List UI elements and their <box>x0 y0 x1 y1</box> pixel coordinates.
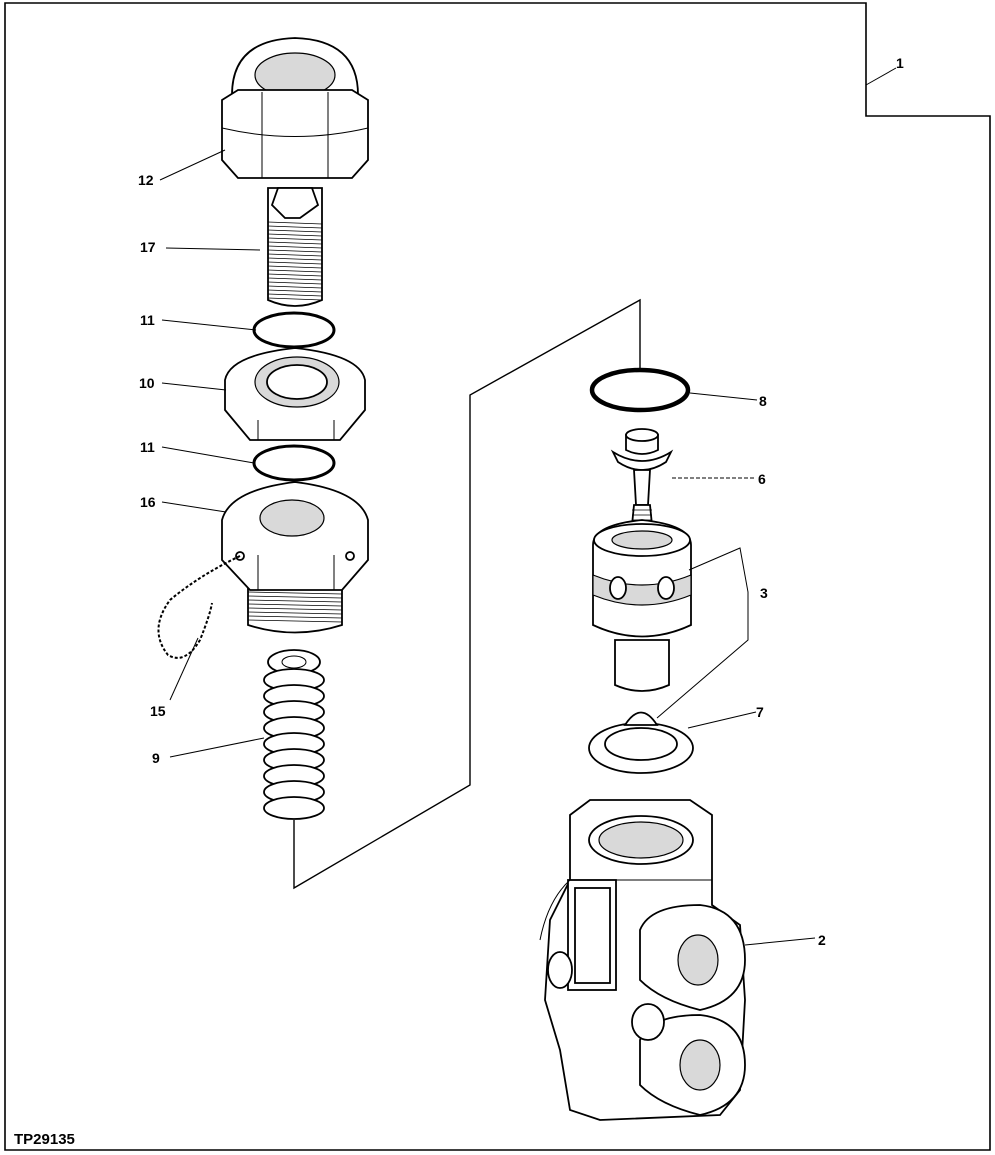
part-o-ring-upper <box>252 311 336 349</box>
callout-6: 6 <box>758 471 766 487</box>
callout-3: 3 <box>760 585 768 601</box>
figure-id: TP29135 <box>14 1131 75 1148</box>
assembly-path-line <box>293 298 641 890</box>
callout-labels: 1 2 3 6 7 8 9 10 11 11 12 15 16 17 <box>138 55 904 948</box>
part-o-ring-large <box>589 367 691 413</box>
callout-12: 12 <box>138 172 154 188</box>
callout-1: 1 <box>896 55 904 71</box>
part-cap-nut <box>221 37 369 179</box>
callout-11-upper: 11 <box>140 312 155 328</box>
part-lock-nut <box>224 347 366 441</box>
part-poppet <box>610 428 674 526</box>
callout-16: 16 <box>140 494 156 510</box>
callout-7: 7 <box>756 704 764 720</box>
part-o-ring-lower <box>252 444 336 482</box>
leader-lines <box>159 67 897 946</box>
diagram-frame <box>4 2 991 1151</box>
part-washer <box>588 711 694 774</box>
part-spring <box>263 649 325 820</box>
part-valve-housing <box>539 799 746 1121</box>
spring-coil <box>263 796 325 820</box>
part-adjusting-screw <box>267 187 323 307</box>
callout-10: 10 <box>139 375 155 391</box>
part-valve-seat <box>592 519 692 692</box>
callout-17: 17 <box>140 239 156 255</box>
callout-2: 2 <box>818 932 826 948</box>
callout-15: 15 <box>150 703 166 719</box>
callout-9: 9 <box>152 750 160 766</box>
callout-11-lower: 11 <box>140 439 155 455</box>
callout-8: 8 <box>759 393 767 409</box>
part-lock-wire <box>157 555 241 659</box>
part-plug-body <box>221 481 369 634</box>
